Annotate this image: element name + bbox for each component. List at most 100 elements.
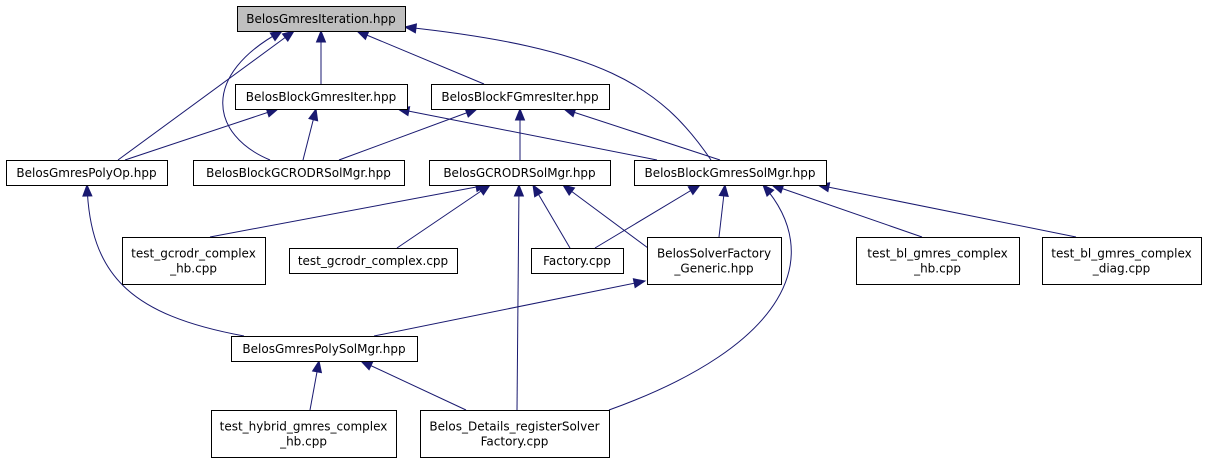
node-label: Factory.cpp	[543, 254, 611, 268]
edge-line	[356, 30, 485, 85]
edge-n15-n5	[513, 183, 525, 411]
edge-arrowhead	[513, 183, 525, 197]
edge-line	[563, 108, 721, 161]
edge-line	[222, 30, 283, 161]
node-box	[856, 237, 1020, 285]
edge-line	[397, 108, 658, 161]
edge-n4-n2	[338, 108, 479, 161]
node-n7[interactable]: test_gcrodr_complex_hb.cpp	[122, 237, 266, 285]
node-n2[interactable]: BelosBlockFGmresIter.hpp	[431, 84, 610, 110]
edge-n6-n2	[562, 107, 721, 161]
edge-line	[396, 184, 491, 249]
edge-line	[404, 26, 712, 161]
edges-layer	[82, 23, 1077, 411]
node-box	[1042, 237, 1202, 285]
node-label: BelosGmresPolySolMgr.hpp	[242, 342, 405, 356]
nodes-layer: BelosGmresIteration.hppBelosBlockGmresIt…	[6, 6, 1202, 458]
edge-n10-n6	[718, 183, 729, 238]
node-box	[531, 248, 624, 274]
node-label: _hb.cpp	[279, 435, 327, 449]
node-box	[429, 160, 611, 186]
node-n5[interactable]: BelosGCRODRSolMgr.hpp	[429, 160, 611, 186]
node-n0[interactable]: BelosGmresIteration.hpp	[237, 6, 406, 32]
edge-arrowhead	[561, 184, 576, 197]
node-n13[interactable]: BelosGmresPolySolMgr.hpp	[231, 336, 418, 362]
edge-n1-n0	[315, 29, 327, 84]
edge-n14-n13	[309, 359, 323, 411]
node-n8[interactable]: test_gcrodr_complex.cpp	[289, 248, 458, 274]
edge-line	[594, 184, 701, 249]
node-n9[interactable]: Factory.cpp	[531, 248, 624, 274]
edge-arrowhead	[82, 183, 93, 197]
node-n4[interactable]: BelosBlockGCRODRSolMgr.hpp	[193, 160, 405, 186]
edge-n15-n6	[608, 184, 792, 411]
node-box	[237, 6, 406, 32]
edge-line	[532, 184, 571, 249]
node-box	[634, 160, 827, 186]
node-box	[193, 160, 405, 186]
node-label: BelosGmresIteration.hpp	[246, 12, 395, 26]
node-box	[420, 410, 610, 458]
edge-n13-n3	[82, 183, 245, 337]
node-label: _Generic.hpp	[673, 262, 753, 276]
edge-arrowhead	[269, 30, 284, 42]
node-label: Factory.cpp	[481, 435, 549, 449]
edge-n6-n0	[403, 23, 712, 161]
edge-n10-n5	[561, 184, 649, 249]
edge-line	[360, 360, 467, 411]
node-label: _hb.cpp	[913, 262, 961, 276]
node-box	[235, 84, 408, 110]
node-box	[122, 237, 266, 285]
edge-arrowhead	[281, 30, 296, 43]
edge-n5-n2	[514, 107, 526, 160]
edge-arrowhead	[718, 183, 729, 198]
edge-arrowhead	[359, 360, 374, 371]
node-label: test_gcrodr_complex	[131, 247, 256, 261]
edge-arrowhead	[514, 107, 526, 121]
node-n11[interactable]: test_bl_gmres_complex_hb.cpp	[856, 237, 1020, 285]
edge-arrowhead	[687, 184, 702, 196]
edge-line	[817, 184, 1077, 238]
node-label: test_bl_gmres_complex	[867, 247, 1007, 261]
node-box	[6, 160, 168, 186]
node-label: _diag.cpp	[1092, 262, 1151, 276]
edge-n9-n5	[532, 183, 571, 249]
node-label: BelosBlockFGmresIter.hpp	[441, 90, 598, 104]
edge-arrowhead	[477, 184, 492, 196]
edge-line	[209, 184, 488, 238]
edge-n3-n0	[117, 30, 296, 161]
edge-n3-n1	[124, 107, 280, 161]
edge-n12-n6	[816, 182, 1077, 238]
node-n12[interactable]: test_bl_gmres_complex_diag.cpp	[1042, 237, 1202, 285]
node-label: test_bl_gmres_complex	[1051, 247, 1191, 261]
node-n3[interactable]: BelosGmresPolyOp.hpp	[6, 160, 168, 186]
node-n1[interactable]: BelosBlockGmresIter.hpp	[235, 84, 408, 110]
edge-n7-n5	[209, 181, 489, 238]
node-box	[289, 248, 458, 274]
edge-arrowhead	[632, 278, 647, 289]
node-label: BelosBlockGmresSolMgr.hpp	[644, 166, 815, 180]
edge-line	[516, 184, 520, 411]
node-n14[interactable]: test_hybrid_gmres_complex_hb.cpp	[211, 410, 397, 458]
edge-arrowhead	[355, 30, 370, 41]
edge-n13-n10	[373, 278, 647, 337]
edge-n2-n0	[355, 30, 485, 85]
edge-line	[117, 30, 295, 161]
node-n6[interactable]: BelosBlockGmresSolMgr.hpp	[634, 160, 827, 186]
edge-line	[124, 108, 279, 161]
edge-n4-n1	[302, 107, 319, 161]
node-label: BelosGmresPolyOp.hpp	[16, 166, 156, 180]
edge-arrowhead	[315, 29, 327, 43]
node-box	[647, 237, 782, 285]
edge-arrowhead	[762, 184, 775, 198]
edge-arrowhead	[311, 359, 323, 374]
edge-n8-n5	[396, 184, 492, 249]
node-box	[211, 410, 397, 458]
edge-n6-n1	[396, 106, 658, 161]
edge-line	[771, 184, 923, 238]
node-n10[interactable]: BelosSolverFactory_Generic.hpp	[647, 237, 782, 285]
node-box	[431, 84, 610, 110]
edge-line	[86, 184, 245, 337]
